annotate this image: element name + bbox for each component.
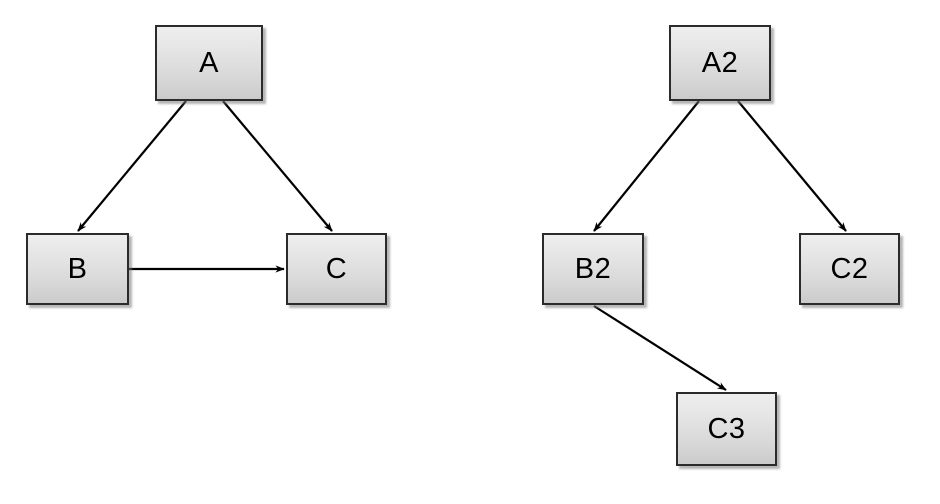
node-c[interactable]: C bbox=[286, 233, 387, 305]
node-label-c: C bbox=[325, 252, 348, 285]
edge-b2-c3[interactable] bbox=[593, 305, 727, 391]
edge-a-b[interactable] bbox=[77, 100, 187, 232]
node-label-a2: A2 bbox=[701, 46, 739, 79]
node-a2[interactable]: A2 bbox=[669, 25, 771, 101]
edge-a2-c2[interactable] bbox=[737, 100, 847, 232]
edge-group bbox=[77, 100, 847, 391]
node-a[interactable]: A bbox=[155, 25, 263, 101]
node-c2[interactable]: C2 bbox=[799, 233, 900, 305]
node-c3[interactable]: C3 bbox=[676, 392, 777, 466]
node-label-b2: B2 bbox=[574, 252, 612, 285]
node-label-a: A bbox=[199, 46, 219, 79]
node-b[interactable]: B bbox=[26, 233, 129, 305]
node-label-c3: C3 bbox=[707, 412, 746, 445]
node-b2[interactable]: B2 bbox=[542, 233, 644, 305]
node-label-b: B bbox=[67, 252, 88, 285]
edge-a2-b2[interactable] bbox=[593, 100, 700, 232]
node-label-c2: C2 bbox=[830, 252, 869, 285]
edge-a-c[interactable] bbox=[222, 100, 333, 232]
